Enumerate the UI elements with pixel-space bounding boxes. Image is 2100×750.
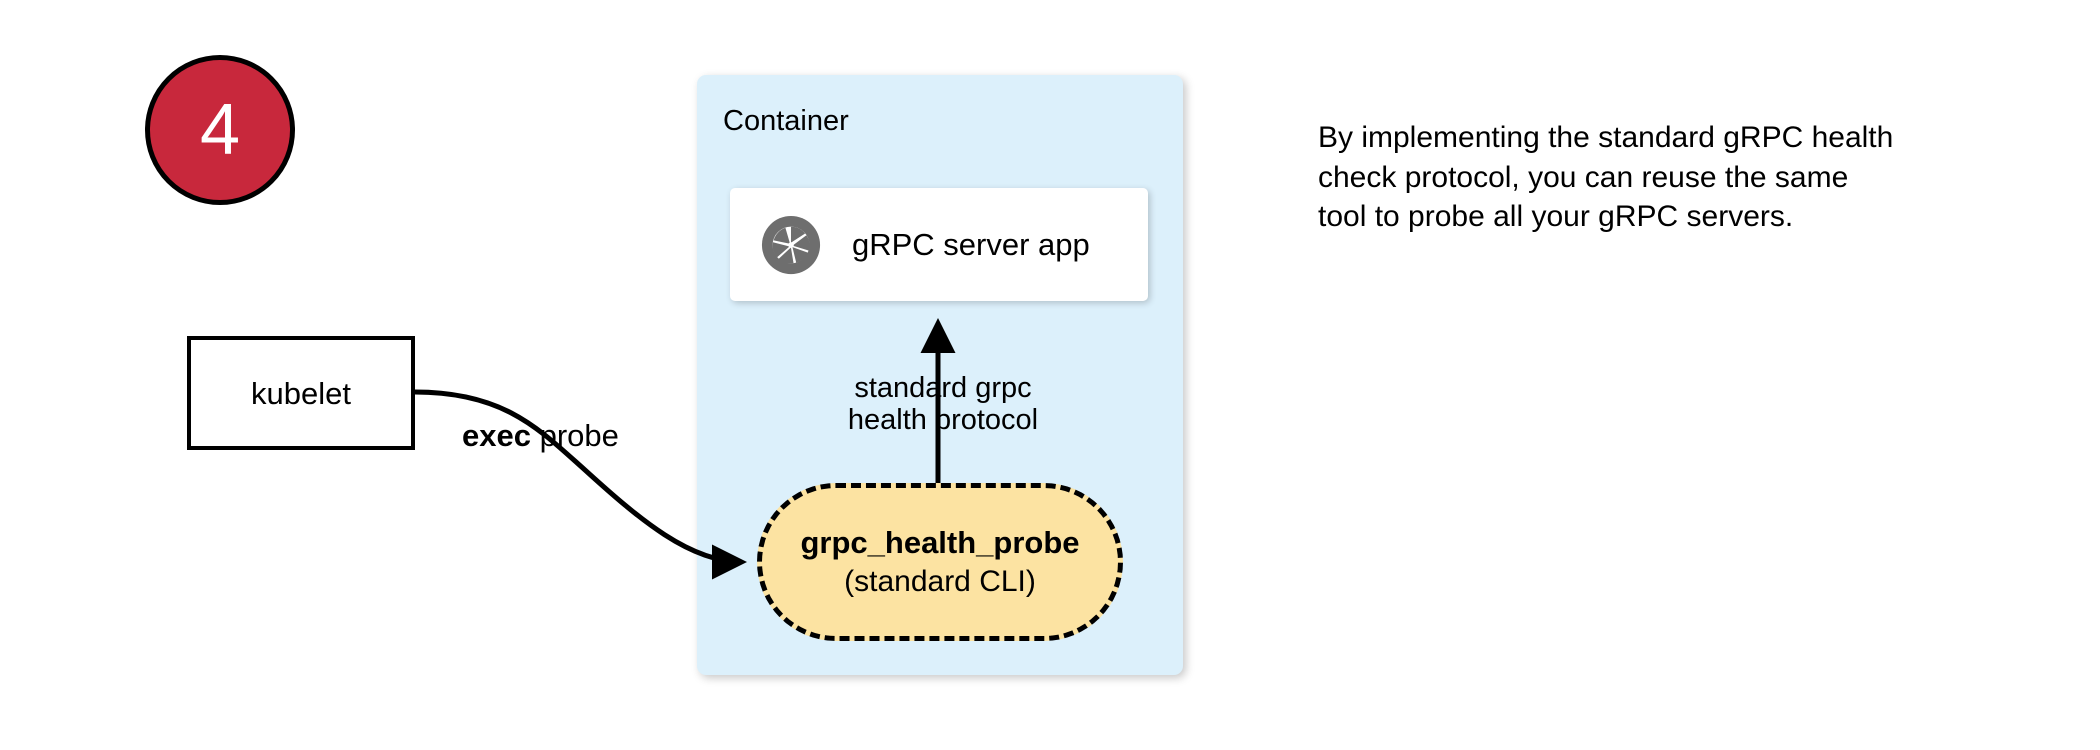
grpc-health-probe-title: grpc_health_probe	[800, 525, 1080, 561]
protocol-edge-label-line2: health protocol	[847, 404, 1039, 437]
container-panel-title: Container	[723, 105, 849, 137]
explanatory-note: By implementing the standard gRPC health…	[1318, 121, 1894, 234]
step-number-badge: 4	[145, 55, 295, 205]
exec-probe-keyword: exec	[462, 418, 531, 453]
step-number-label: 4	[199, 90, 241, 170]
kubelet-node-label: kubelet	[251, 375, 351, 411]
grpc-health-probe-subtitle: (standard CLI)	[844, 564, 1036, 598]
kubelet-node: kubelet	[187, 336, 415, 450]
grpc-health-probe-node: grpc_health_probe (standard CLI)	[757, 483, 1123, 641]
protocol-edge-label: standard grpc health protocol	[828, 372, 1058, 437]
grpc-server-app-label: gRPC server app	[852, 227, 1090, 262]
exec-probe-rest: probe	[530, 418, 619, 453]
protocol-edge-label-line1: standard grpc	[854, 372, 1032, 404]
exec-probe-edge-label: exec probe	[458, 418, 623, 453]
grpc-aperture-logo-icon	[761, 215, 821, 274]
grpc-server-app-node: gRPC server app	[730, 188, 1148, 301]
